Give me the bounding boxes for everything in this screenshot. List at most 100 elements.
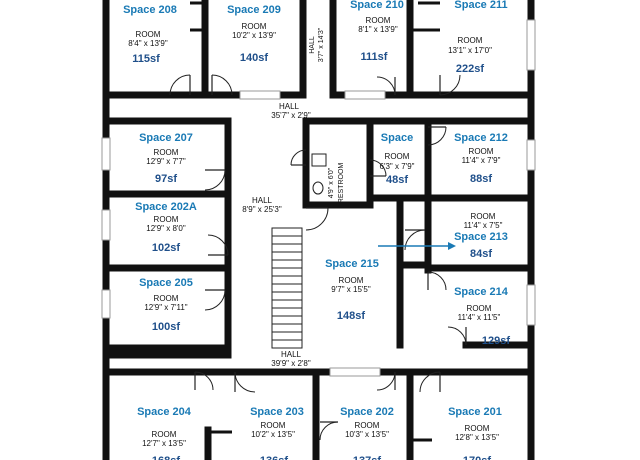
space-213-label: ROOM 11'4" x 7'5" Space 213 84sf xyxy=(454,212,508,260)
space-208-area: 115sf xyxy=(132,53,160,65)
space-202a-name: Space 202A xyxy=(135,201,197,213)
bottom-hall-label: HALL 39'9" x 2'8" xyxy=(271,350,311,368)
space-204-room: ROOM xyxy=(152,430,177,439)
space-214-area: 129sf xyxy=(482,335,510,347)
space-212-dims: 11'4" x 7'9" xyxy=(462,156,501,165)
space-211-area: 222sf xyxy=(456,63,484,75)
small-hall-word: HALL xyxy=(309,36,316,54)
small-hall-dims: 3'7" x 14'3" xyxy=(318,27,325,62)
space-small-room: ROOM xyxy=(385,152,410,161)
space-211-room: ROOM xyxy=(458,36,483,45)
top-hall-word: HALL xyxy=(279,102,300,111)
space-209-label: Space 209 ROOM 10'2" x 13'9" 140sf xyxy=(227,4,281,64)
stairs xyxy=(271,227,303,349)
space-212-label: Space 212 ROOM 11'4" x 7'9" 88sf xyxy=(454,132,508,185)
space-201-name: Space 201 xyxy=(448,406,502,418)
space-215-dims: 9'7" x 15'5" xyxy=(331,285,371,294)
space-205-label: Space 205 ROOM 12'9" x 7'11" 100sf xyxy=(139,277,193,333)
space-small-area: 48sf xyxy=(386,174,408,186)
space-215-area: 148sf xyxy=(337,310,365,322)
mid-hall-word: HALL xyxy=(252,196,273,205)
space-211-name: Space 211 xyxy=(454,0,507,11)
bottom-hall-word: HALL xyxy=(281,350,302,359)
space-small-name: Space xyxy=(381,132,413,144)
space-202-label: Space 202 ROOM 10'3" x 13'5" 137sf xyxy=(340,406,394,460)
space-201-label: Space 201 ROOM 12'8" x 13'5" 170sf xyxy=(448,406,502,460)
space-213-room: ROOM xyxy=(471,212,496,221)
restroom-vertical-label: RESTROOM 4'9" x 6'0" xyxy=(328,163,345,204)
space-211-dims: 13'1" x 17'0" xyxy=(448,46,492,55)
space-215-label: Space 215 ROOM 9'7" x 15'5" 148sf xyxy=(325,258,379,322)
space-202-name: Space 202 xyxy=(340,406,394,418)
space-208-name: Space 208 xyxy=(123,4,177,16)
space-48sf-label: Space ROOM 6'3" x 7'9" 48sf xyxy=(380,132,415,186)
space-202a-area: 102sf xyxy=(152,242,180,254)
space-215-room: ROOM xyxy=(339,276,364,285)
space-205-dims: 12'9" x 7'11" xyxy=(144,303,187,312)
space-215-name: Space 215 xyxy=(325,258,379,270)
space-201-dims: 12'8" x 13'5" xyxy=(455,433,499,442)
space-213-dims: 11'4" x 7'5" xyxy=(464,221,503,230)
mid-hall-label: HALL 8'9" x 25'3" xyxy=(242,196,282,214)
space-204-name: Space 204 xyxy=(137,406,192,418)
space-212-area: 88sf xyxy=(470,173,492,185)
space-203-dims: 10'2" x 13'5" xyxy=(251,430,295,439)
top-hall-dims: 35'7" x 2'9" xyxy=(271,111,311,120)
space-208-label: Space 208 ROOM 8'4" x 13'9" 115sf xyxy=(123,4,177,65)
space-208-dims: 8'4" x 13'9" xyxy=(128,39,168,48)
small-hall-vertical-label: HALL 3'7" x 14'3" xyxy=(309,27,325,62)
space-207-area: 97sf xyxy=(155,173,177,185)
space-207-name: Space 207 xyxy=(139,132,193,144)
space-212-room: ROOM xyxy=(469,147,494,156)
space-213-pointer-arrow xyxy=(378,242,456,250)
space-209-dims: 10'2" x 13'9" xyxy=(232,31,276,40)
space-207-dims: 12'9" x 7'7" xyxy=(146,157,186,166)
restroom-fixtures xyxy=(311,153,327,195)
space-204-label: Space 204 ROOM 12'7" x 13'5" 168sf xyxy=(137,406,192,460)
space-202a-room: ROOM xyxy=(154,215,179,224)
space-204-dims: 12'7" x 13'5" xyxy=(142,439,186,448)
mid-hall-dims: 8'9" x 25'3" xyxy=(242,205,282,214)
space-205-name: Space 205 xyxy=(139,277,193,289)
space-203-room: ROOM xyxy=(261,421,286,430)
space-208-room: ROOM xyxy=(136,30,161,39)
space-214-name: Space 214 xyxy=(454,286,509,298)
walls xyxy=(102,0,535,460)
restroom-dims: 4'9" x 6'0" xyxy=(328,167,335,198)
space-214-label: Space 214 ROOM 11'4" x 11'5" 129sf xyxy=(454,286,510,347)
space-201-room: ROOM xyxy=(465,424,490,433)
space-202-area: 137sf xyxy=(353,455,381,460)
space-204-area: 168sf xyxy=(152,455,180,460)
space-209-room: ROOM xyxy=(242,22,267,31)
space-210-label: Space 210 ROOM 8'1" x 13'9" 111sf xyxy=(350,0,404,63)
space-210-room: ROOM xyxy=(366,16,391,25)
windows xyxy=(101,19,536,377)
space-209-area: 140sf xyxy=(240,52,268,64)
space-203-name: Space 203 xyxy=(250,406,304,418)
space-203-area: 136sf xyxy=(260,455,288,460)
space-205-room: ROOM xyxy=(154,294,179,303)
space-212-name: Space 212 xyxy=(454,132,508,144)
space-202a-dims: 12'9" x 8'0" xyxy=(146,224,186,233)
space-214-dims: 11'4" x 11'5" xyxy=(458,313,501,322)
space-213-area: 84sf xyxy=(470,248,492,260)
space-210-dims: 8'1" x 13'9" xyxy=(358,25,398,34)
top-hall-label: HALL 35'7" x 2'9" xyxy=(271,102,311,120)
doors xyxy=(169,74,467,441)
space-210-area: 111sf xyxy=(361,51,388,63)
space-210-name: Space 210 xyxy=(350,0,404,11)
space-201-area: 170sf xyxy=(463,455,491,460)
space-213-name: Space 213 xyxy=(454,231,508,243)
space-214-room: ROOM xyxy=(467,304,492,313)
space-202-dims: 10'3" x 13'5" xyxy=(345,430,389,439)
restroom-word: RESTROOM xyxy=(338,163,345,204)
space-207-room: ROOM xyxy=(154,148,179,157)
space-small-dims: 6'3" x 7'9" xyxy=(380,162,415,171)
space-202-room: ROOM xyxy=(355,421,380,430)
space-202a-label: Space 202A ROOM 12'9" x 8'0" 102sf xyxy=(135,201,197,254)
space-205-area: 100sf xyxy=(152,321,180,333)
space-207-label: Space 207 ROOM 12'9" x 7'7" 97sf xyxy=(139,132,193,185)
space-203-label: Space 203 ROOM 10'2" x 13'5" 136sf xyxy=(250,406,304,460)
